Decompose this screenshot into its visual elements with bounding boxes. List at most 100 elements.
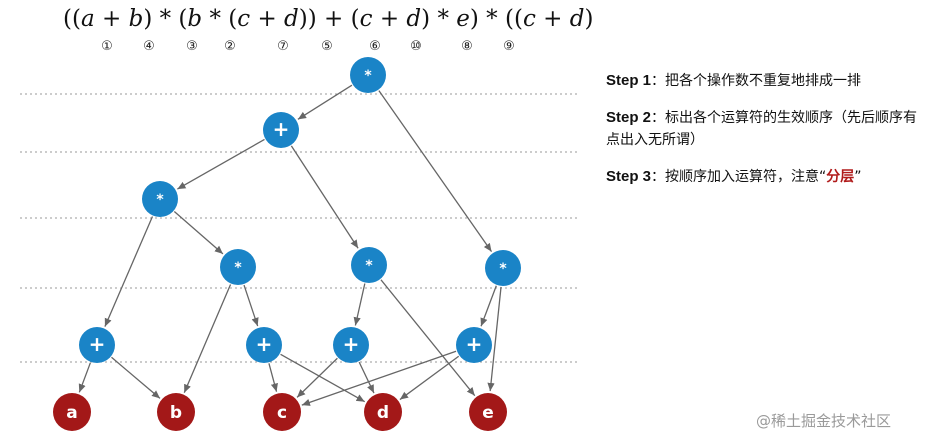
edge-n3-b bbox=[183, 284, 232, 393]
edge-n6-b bbox=[111, 356, 161, 399]
edge-n2-n3 bbox=[173, 210, 224, 255]
formula-symbol: * bbox=[479, 6, 505, 32]
level-separator-lines bbox=[20, 93, 580, 363]
step-3-highlight: 分层 bbox=[826, 169, 855, 185]
node-label: d bbox=[377, 403, 389, 423]
edge-n2-n6 bbox=[104, 216, 154, 327]
node-n5: * bbox=[485, 250, 521, 286]
edge-n1-n4 bbox=[290, 145, 359, 249]
expression-dag-diagram: ((a + b) * (b * (c + d)) + (c + d) * e) … bbox=[20, 6, 600, 431]
formula-symbol: + bbox=[536, 6, 570, 32]
formula-symbol: + bbox=[95, 6, 129, 32]
formula-symbol: ( bbox=[228, 6, 237, 32]
formula-symbol: ) bbox=[143, 6, 152, 32]
operand-node-circle bbox=[263, 393, 301, 431]
formula-variable: d bbox=[570, 6, 585, 32]
edge-n9-c bbox=[301, 350, 457, 406]
node-label: + bbox=[343, 332, 360, 356]
node-label: * bbox=[365, 258, 373, 274]
node-label: + bbox=[89, 332, 106, 356]
edge-n7-c bbox=[268, 363, 278, 392]
edge-n5-n9 bbox=[480, 285, 497, 327]
operator-node-circle bbox=[220, 249, 256, 285]
operator-node-circle bbox=[485, 250, 521, 286]
formula-variable: d bbox=[406, 6, 421, 32]
node-label: * bbox=[156, 192, 164, 208]
node-label: * bbox=[499, 261, 507, 277]
formula-symbol: )) bbox=[299, 6, 317, 32]
node-label: + bbox=[256, 332, 273, 356]
operand-node-circle bbox=[157, 393, 195, 431]
formula-symbol: ) bbox=[421, 6, 430, 32]
node-n3: * bbox=[220, 249, 256, 285]
formula-symbol: ) bbox=[470, 6, 479, 32]
edge-n1-n2 bbox=[177, 138, 265, 190]
formula-variable: a bbox=[81, 6, 95, 32]
formula-symbol: ) bbox=[584, 6, 593, 32]
node-label: + bbox=[273, 117, 290, 141]
step-2-separator: ： bbox=[651, 110, 666, 126]
operator-node-circle bbox=[333, 327, 369, 363]
formula-symbol: * bbox=[430, 6, 456, 32]
formula-symbol: (( bbox=[63, 6, 81, 32]
order-mark-3: ③ bbox=[186, 39, 198, 54]
edge-n0-n1 bbox=[297, 84, 353, 120]
step-3-text: 按顺序加入运算符，注意“ bbox=[665, 169, 827, 185]
node-b: b bbox=[157, 393, 195, 431]
node-n6: + bbox=[79, 327, 115, 363]
formula-symbol: + bbox=[317, 6, 351, 32]
watermark: @稀土掘金技术社区 bbox=[756, 412, 892, 430]
node-e: e bbox=[469, 393, 507, 431]
operator-node-circle bbox=[142, 181, 178, 217]
formula-symbol: ( bbox=[178, 6, 187, 32]
order-mark-8: ⑩ bbox=[410, 39, 422, 54]
step-2: Step 2：标出各个运算符的生效顺序（先后顺序有点出入无所谓） bbox=[606, 107, 926, 151]
formula-variable: b bbox=[129, 6, 144, 32]
order-mark-2: ④ bbox=[143, 39, 155, 54]
formula-variable: b bbox=[187, 6, 202, 32]
node-n0: * bbox=[350, 57, 386, 93]
operator-node-circle bbox=[351, 247, 387, 283]
node-n9: + bbox=[456, 327, 492, 363]
operator-node-circle bbox=[263, 112, 299, 148]
operand-node-circle bbox=[364, 393, 402, 431]
edge-n8-d bbox=[358, 361, 375, 394]
formula-symbol: + bbox=[250, 6, 284, 32]
node-label: + bbox=[466, 332, 483, 356]
node-label: b bbox=[170, 403, 182, 423]
operator-node-circle bbox=[456, 327, 492, 363]
operator-node-circle bbox=[246, 327, 282, 363]
edge-n4-n8 bbox=[353, 283, 366, 326]
steps-panel: Step 1：把各个操作数不重复地排成一排 Step 2：标出各个运算符的生效顺… bbox=[606, 70, 926, 203]
node-label: * bbox=[234, 260, 242, 276]
step-2-label: Step 2 bbox=[606, 109, 652, 126]
node-label: e bbox=[482, 403, 494, 423]
operand-node-circle bbox=[469, 393, 507, 431]
formula-variable: c bbox=[360, 6, 373, 32]
formula-symbol: ( bbox=[351, 6, 360, 32]
edge-n5-e bbox=[487, 286, 502, 392]
formula-symbol: + bbox=[373, 6, 407, 32]
formula-symbol: * bbox=[152, 6, 178, 32]
operand-node-circle bbox=[53, 393, 91, 431]
operator-node-circle bbox=[350, 57, 386, 93]
edge-n0-n5 bbox=[378, 90, 493, 252]
order-mark-10: ⑨ bbox=[503, 39, 515, 54]
order-mark-9: ⑧ bbox=[461, 39, 473, 54]
step-3-label: Step 3 bbox=[606, 168, 652, 185]
step-3-text-after: ” bbox=[854, 169, 862, 185]
node-a: a bbox=[53, 393, 91, 431]
formula-variable: c bbox=[237, 6, 250, 32]
node-d: d bbox=[364, 393, 402, 431]
node-n7: + bbox=[246, 327, 282, 363]
step-3-separator: ： bbox=[651, 169, 666, 185]
edge-n8-c bbox=[296, 357, 338, 398]
order-mark-1: ① bbox=[101, 39, 113, 54]
edge-n9-d bbox=[399, 355, 460, 401]
edge-n3-n7 bbox=[243, 284, 259, 327]
step-2-text: 标出各个运算符的生效顺序（先后顺序有点出入无所谓） bbox=[606, 110, 918, 148]
step-1-label: Step 1 bbox=[606, 72, 652, 89]
